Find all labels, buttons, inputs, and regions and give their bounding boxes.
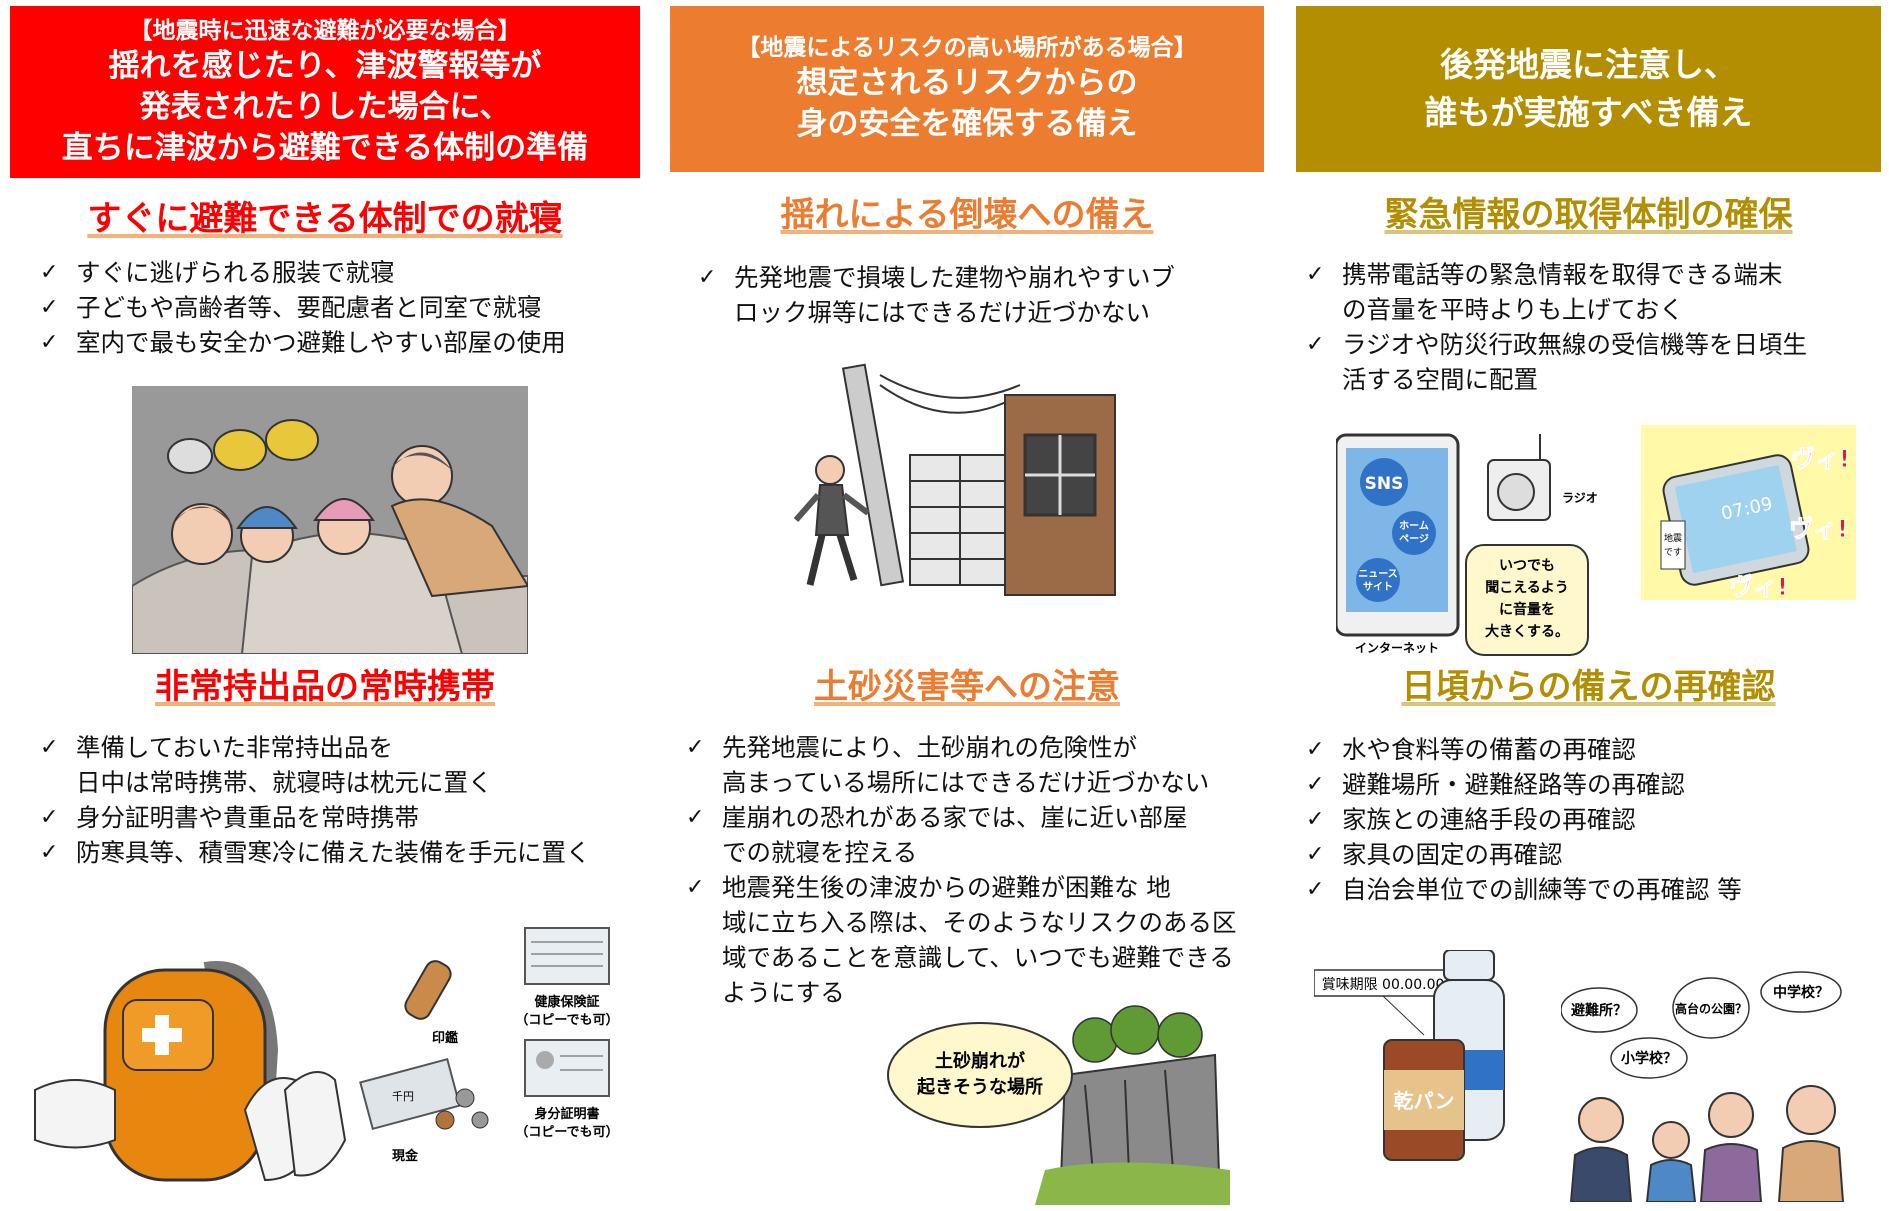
label-news: ニュース — [1358, 568, 1398, 580]
check-icon: ✓ — [40, 260, 59, 285]
label-cash: 現金 — [392, 1148, 419, 1164]
section-title-collapse: 揺れによる倒壊への備え — [780, 195, 1154, 235]
label-bill: 千円 — [392, 1090, 414, 1103]
list-item: ✓準備しておいた非常持出品を日中は常時携帯、就寝時は枕元に置く — [38, 730, 591, 800]
callout-line: 聞こえるよう — [1485, 580, 1569, 596]
column-1-header: 【地震時に迅速な避難が必要な場合】 揺れを感じたり、津波警報等が 発表されたりし… — [10, 6, 640, 178]
alert-text: ヴィ! — [1791, 445, 1850, 473]
label-id-card: 身分証明書 — [534, 1106, 599, 1122]
food-stock-illustration: 賞味期限 00.00.00 乾パン — [1314, 950, 1505, 1161]
family-discussion-illustration: 避難所？ 高台の公園？ 中学校？ 小学校？ — [1561, 971, 1845, 1202]
devices-illustration: SNS ホーム ページ ニュース サイト インターネット ラジオ いつでも 聞こ… — [1336, 433, 1598, 656]
check-icon: ✓ — [686, 875, 705, 900]
question-bubble: 避難所？ — [1571, 1002, 1627, 1019]
list-item: ✓先発地震で損壊した建物や崩れやすいブロック塀等にはできるだけ近づかない — [696, 260, 1175, 330]
label-expiry: 賞味期限 00.00.00 — [1322, 977, 1445, 993]
section-title-sleep: すぐに避難できる体制での就寝 — [87, 199, 563, 239]
list-item: ✓地震発生後の津波からの避難が困難な 地域に立ち入る際は、そのようなリスクのある… — [684, 870, 1237, 1010]
checklist-emergency-info: ✓携帯電話等の緊急情報を取得できる端末の音量を平時よりも上げておく ✓ラジオや防… — [1304, 257, 1807, 397]
question-bubble: 小学校？ — [1621, 1050, 1677, 1067]
list-item: ✓防寒具等、積雪寒冷に備えた装備を手元に置く — [38, 835, 591, 870]
label-insurance: 健康保険証 — [534, 994, 599, 1010]
list-item: ✓先発地震により、土砂崩れの危険性が高まっている場所にはできるだけ近づかない — [684, 730, 1237, 800]
list-item: ✓水や食料等の備蓄の再確認 — [1304, 732, 1742, 767]
callout-line: 起きそうな場所 — [916, 1076, 1043, 1098]
list-item: ✓避難場所・避難経路等の再確認 — [1304, 767, 1742, 802]
list-item: ✓すぐに逃げられる服装で就寝 — [38, 255, 566, 290]
check-icon: ✓ — [1306, 877, 1325, 902]
alert-text: ヴィ! — [1729, 573, 1788, 600]
label-homepage: ホーム — [1399, 520, 1429, 532]
column-3-header: 後発地震に注意し、 誰もが実施すべき備え — [1296, 6, 1881, 172]
check-icon: ✓ — [1306, 262, 1325, 287]
checklist-collapse: ✓先発地震で損壊した建物や崩れやすいブロック塀等にはできるだけ近づかない — [696, 260, 1175, 330]
section-title-emergency-kit: 非常持出品の常時携帯 — [155, 667, 495, 707]
checklist-emergency-kit: ✓準備しておいた非常持出品を日中は常時携帯、就寝時は枕元に置く ✓身分証明書や貴… — [38, 730, 591, 870]
check-icon: ✓ — [698, 265, 717, 290]
label-radio: ラジオ — [1562, 491, 1598, 505]
section-title-emergency-info: 緊急情報の取得体制の確保 — [1384, 195, 1793, 235]
header-line: 後発地震に注意し、 — [1440, 45, 1737, 84]
checklist-recheck: ✓水や食料等の備蓄の再確認 ✓避難場所・避難経路等の再確認 ✓家族との連絡手段の… — [1304, 732, 1742, 907]
phone-side-label: 地震 — [1664, 532, 1682, 544]
header-line: 揺れを感じたり、津波警報等が — [108, 47, 542, 84]
backpack-illustration — [34, 961, 347, 1182]
check-icon: ✓ — [1306, 332, 1325, 357]
alert-text: ヴィ! — [1789, 515, 1848, 543]
check-icon: ✓ — [40, 295, 59, 320]
header-line: 身の安全を確保する備え — [796, 106, 1138, 142]
label-can: 乾パン — [1394, 1089, 1455, 1113]
list-item: ✓家族との連絡手段の再確認 — [1304, 802, 1742, 837]
check-icon: ✓ — [1306, 737, 1325, 762]
section-title-recheck: 日頃からの備えの再確認 — [1401, 667, 1776, 707]
header-line: 直ちに津波から避難できる体制の準備 — [61, 129, 589, 166]
label-internet: インターネット — [1355, 641, 1439, 655]
check-icon: ✓ — [40, 840, 59, 865]
list-item: ✓室内で最も安全かつ避難しやすい部屋の使用 — [38, 325, 566, 360]
check-icon: ✓ — [1306, 842, 1325, 867]
documents-illustration: 健康保険証 （コピーでも可） 印鑑 身分証明書 （コピーでも可） 千円 現金 — [359, 927, 619, 1164]
phone-alert-illustration: 07:09 地震 です ヴィ! ヴィ! ヴィ! — [1641, 425, 1856, 600]
header-line: 発表されたりした場合に、 — [139, 88, 511, 125]
label-insurance-note: （コピーでも可） — [515, 1012, 618, 1028]
label-seal: 印鑑 — [432, 1030, 458, 1046]
family-sleeping-illustration — [132, 386, 528, 654]
section-title-landslide: 土砂災害等への注意 — [814, 667, 1120, 707]
list-item: ✓自治会単位での訓練等での再確認 等 — [1304, 872, 1742, 907]
check-icon: ✓ — [40, 805, 59, 830]
list-item: ✓子どもや高齢者等、要配慮者と同室で就寝 — [38, 290, 566, 325]
label-id-card-note: （コピーでも可） — [515, 1124, 618, 1140]
callout-line: 土砂崩れが — [935, 1050, 1025, 1072]
list-item: ✓家具の固定の再確認 — [1304, 837, 1742, 872]
header-line: 想定されるリスクからの — [796, 65, 1138, 101]
column-2-header: 【地震によるリスクの高い場所がある場合】 想定されるリスクからの 身の安全を確保… — [670, 6, 1264, 172]
header-subtitle: 【地震時に迅速な避難が必要な場合】 — [129, 17, 521, 44]
checklist-sleep: ✓すぐに逃げられる服装で就寝 ✓子どもや高齢者等、要配慮者と同室で就寝 ✓室内で… — [38, 255, 566, 360]
collapse-illustration — [793, 363, 1116, 596]
callout-line: に音量を — [1499, 601, 1555, 618]
phone-side-label: です — [1664, 547, 1682, 558]
check-icon: ✓ — [686, 735, 705, 760]
check-icon: ✓ — [1306, 807, 1325, 832]
label-homepage: ページ — [1399, 533, 1429, 545]
list-item: ✓崖崩れの恐れがある家では、崖に近い部屋での就寝を控える — [684, 800, 1237, 870]
callout-line: 大きくする。 — [1485, 623, 1569, 640]
list-item: ✓ラジオや防災行政無線の受信機等を日頃生活する空間に配置 — [1304, 327, 1807, 397]
question-bubble: 高台の公園？ — [1675, 1001, 1747, 1016]
header-subtitle: 【地震によるリスクの高い場所がある場合】 — [737, 35, 1197, 61]
label-sns: SNS — [1365, 474, 1404, 494]
header-line: 誰もが実施すべき備え — [1424, 93, 1753, 132]
check-icon: ✓ — [40, 735, 59, 760]
landslide-illustration: 土砂崩れが 起きそうな場所 — [887, 1005, 1230, 1205]
check-icon: ✓ — [686, 805, 705, 830]
question-bubble: 中学校？ — [1773, 984, 1829, 1001]
check-icon: ✓ — [1306, 772, 1325, 797]
list-item: ✓身分証明書や貴重品を常時携帯 — [38, 800, 591, 835]
list-item: ✓携帯電話等の緊急情報を取得できる端末の音量を平時よりも上げておく — [1304, 257, 1807, 327]
check-icon: ✓ — [40, 330, 59, 355]
checklist-landslide: ✓先発地震により、土砂崩れの危険性が高まっている場所にはできるだけ近づかない ✓… — [684, 730, 1237, 1010]
callout-line: いつでも — [1499, 558, 1555, 574]
label-news: サイト — [1363, 581, 1393, 593]
